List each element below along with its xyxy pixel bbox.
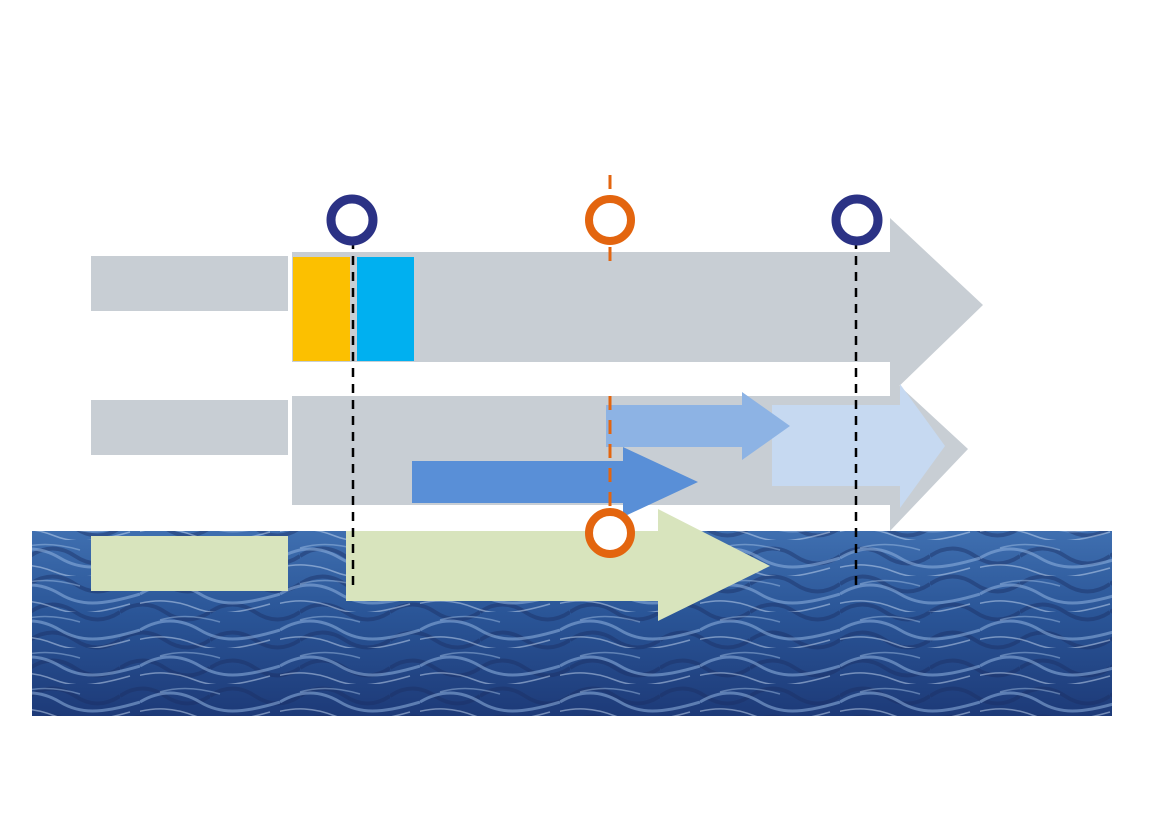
row-2-light-blue-arrow — [772, 384, 945, 508]
row-2-mid-blue-arrow — [606, 392, 790, 460]
row-3-green-arrow — [346, 509, 770, 621]
row-3-label-box — [91, 536, 288, 591]
row-1-track-arrow — [292, 218, 983, 395]
row-2-label-box — [91, 400, 288, 455]
row-1-cyan-block — [357, 257, 414, 361]
milestone-2-orange-ring — [585, 195, 635, 245]
milestone-2-orange-ring-lower — [585, 508, 635, 558]
row-2-dark-blue-arrow — [412, 447, 698, 517]
milestone-1-navy-ring — [326, 194, 378, 246]
milestone-3-navy-ring — [831, 194, 883, 246]
row-1-label-box — [91, 256, 288, 311]
row-1-yellow-block — [293, 257, 350, 361]
